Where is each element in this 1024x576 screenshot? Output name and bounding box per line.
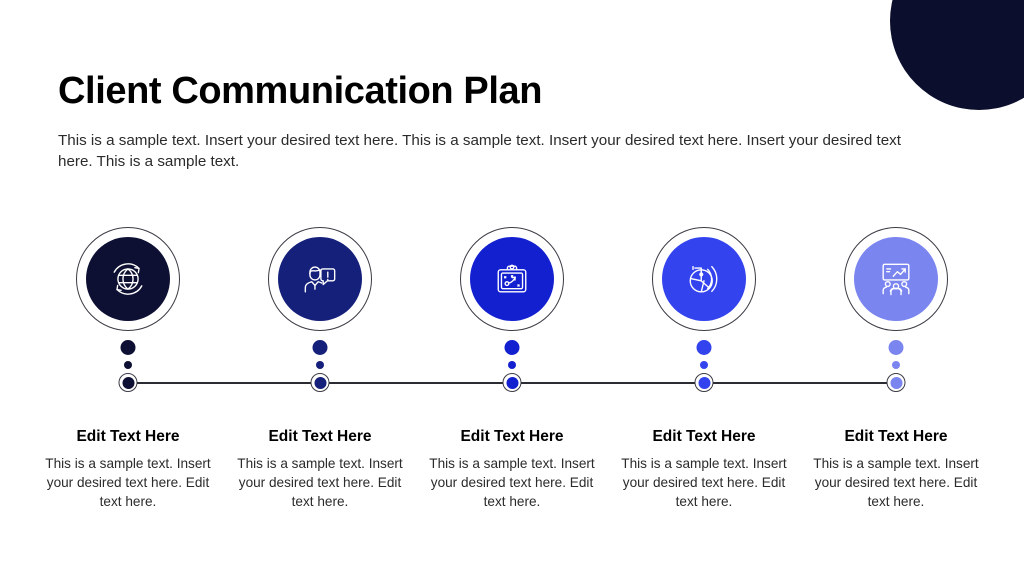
timeline	[0, 225, 1024, 395]
caption-3: Edit Text Here This is a sample text. In…	[416, 428, 608, 511]
node-dot-small-4	[700, 361, 708, 369]
caption-body-5: This is a sample text. Insert your desir…	[813, 456, 979, 510]
node-anchor-fill-2	[314, 376, 326, 389]
timeline-captions: Edit Text Here This is a sample text. In…	[0, 428, 1024, 538]
node-anchor-fill-5	[890, 376, 902, 389]
timeline-node-4[interactable]	[608, 225, 800, 395]
slide-subtitle: This is a sample text. Insert your desir…	[58, 131, 901, 171]
node-disc-1[interactable]	[86, 237, 170, 321]
node-dot-large-4	[696, 340, 712, 355]
node-anchor-5[interactable]	[886, 373, 906, 392]
caption-title-2: Edit Text Here	[268, 428, 372, 445]
node-disc-3[interactable]	[470, 237, 554, 321]
page-title: Client Communication Plan	[58, 70, 543, 112]
node-dot-large-3	[504, 340, 520, 355]
node-dot-small-1	[124, 361, 132, 369]
caption-title-4: Edit Text Here	[652, 428, 756, 445]
timeline-node-5[interactable]	[800, 225, 992, 395]
presentation-meeting-icon	[882, 263, 910, 296]
node-anchor-3[interactable]	[502, 373, 522, 392]
node-anchor-4[interactable]	[694, 373, 714, 392]
node-dot-small-5	[892, 361, 900, 369]
caption-body-2: This is a sample text. Insert your desir…	[237, 456, 403, 510]
caption-1: Edit Text Here This is a sample text. In…	[32, 428, 224, 511]
caption-body-3: This is a sample text. Insert your desir…	[429, 456, 595, 510]
caption-5: Edit Text Here This is a sample text. In…	[800, 428, 992, 511]
caption-title-1: Edit Text Here	[76, 428, 180, 445]
caption-2: Edit Text Here This is a sample text. In…	[224, 428, 416, 511]
caption-body-4: This is a sample text. Insert your desir…	[621, 456, 787, 510]
timeline-node-1[interactable]	[32, 225, 224, 395]
caption-title-3: Edit Text Here	[460, 428, 564, 445]
node-dot-large-2	[312, 340, 328, 355]
node-disc-4[interactable]	[662, 237, 746, 321]
person-alert-speech-icon	[304, 266, 336, 293]
node-anchor-fill-4	[698, 376, 710, 389]
slide-header: Client Communication Plan This is a samp…	[58, 70, 918, 173]
pie-chart-analysis-icon	[689, 265, 718, 293]
node-dot-small-2	[316, 361, 324, 369]
node-ring-2	[268, 227, 372, 331]
caption-title-5: Edit Text Here	[844, 428, 948, 445]
node-dot-small-3	[508, 361, 516, 369]
node-anchor-1[interactable]	[118, 373, 138, 392]
caption-body-1: This is a sample text. Insert your desir…	[45, 456, 211, 510]
globe-rotation-icon	[113, 263, 143, 295]
node-anchor-fill-1	[122, 376, 134, 389]
caption-4: Edit Text Here This is a sample text. In…	[608, 428, 800, 511]
timeline-node-2[interactable]	[224, 225, 416, 395]
node-anchor-2[interactable]	[310, 373, 330, 392]
node-ring-1	[76, 227, 180, 331]
node-dot-large-5	[888, 340, 904, 355]
node-anchor-fill-3	[506, 376, 518, 389]
node-ring-4	[652, 227, 756, 331]
node-ring-5	[844, 227, 948, 331]
node-disc-2[interactable]	[278, 237, 362, 321]
node-disc-5[interactable]	[854, 237, 938, 321]
node-ring-3	[460, 227, 564, 331]
timeline-node-3[interactable]	[416, 225, 608, 395]
strategy-clipboard-icon	[497, 264, 527, 293]
node-dot-large-1	[120, 340, 136, 355]
